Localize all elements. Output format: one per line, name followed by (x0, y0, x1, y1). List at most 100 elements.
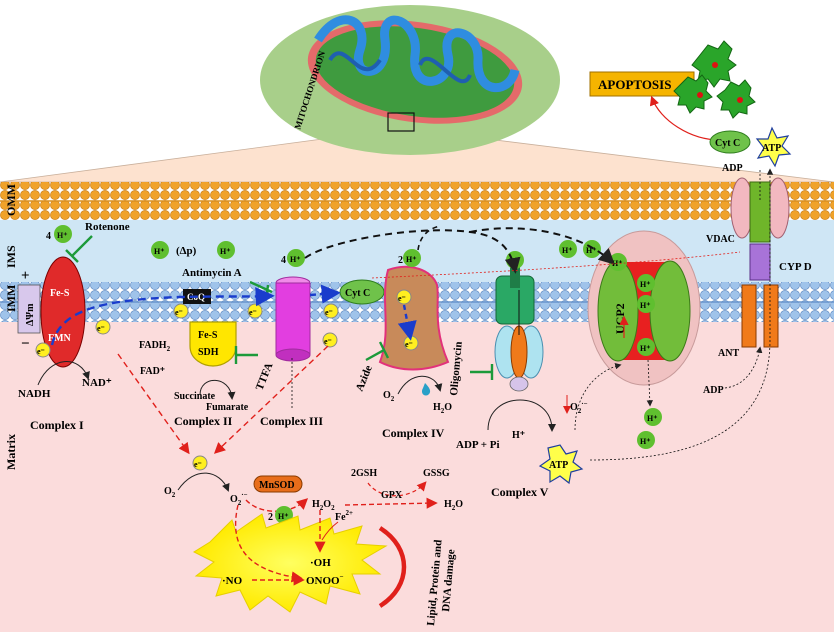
electron-c3: e⁻ (247, 303, 263, 319)
o2-ucp-label: O2·− (570, 400, 588, 415)
electron-flow-path (50, 287, 275, 346)
damage-bracket (378, 526, 407, 608)
mnsod-label: MnSOD (259, 480, 295, 491)
two-label-c4: 2 (398, 255, 403, 266)
h-ion-ims4: H⁺ (583, 240, 601, 258)
vdac-label: VDAC (706, 234, 735, 245)
imm-label: IMM (4, 285, 18, 312)
hydroxyl-label: ·OH (310, 557, 331, 569)
mnsod-box (253, 475, 303, 493)
matrix-region (0, 322, 834, 632)
four-label-c1: 4 (46, 231, 51, 242)
complex3-protein (275, 282, 311, 356)
adp-top-label: ADP (722, 163, 743, 174)
h-ion-ucp1: H⁺ (637, 274, 655, 292)
svg-text:e⁻: e⁻ (175, 308, 183, 317)
electron-c4-matrix: e⁻ (322, 332, 338, 348)
fad-label: FAD⁺ (140, 366, 165, 377)
atp-star-c5 (538, 444, 584, 485)
svg-text:e⁻: e⁻ (37, 347, 45, 356)
fumarate-label: Fumarate (206, 402, 249, 413)
atp-c5-label: ATP (549, 460, 568, 471)
atp-top-label: ATP (762, 143, 781, 154)
svg-text:e⁻: e⁻ (325, 308, 333, 317)
proton-motive-label: (Δp) (176, 245, 197, 257)
cytc-released-label: Cyt C (715, 138, 740, 149)
complex2-fes: Fe-S (198, 330, 218, 341)
complex2-sdh: SDH (198, 347, 219, 358)
h-ion-ims3: H⁺ (559, 240, 577, 258)
svg-text:e⁻: e⁻ (405, 340, 413, 349)
svg-text:H⁺: H⁺ (640, 344, 650, 353)
nadh-label: NADH (18, 388, 51, 400)
ucp2-label: UCP2 (613, 303, 627, 334)
electron-c4a: e⁻ (396, 289, 412, 305)
proton-flow-path (304, 229, 521, 274)
damage-label-2: DNA damage (440, 549, 457, 613)
ant-label: ANT (718, 348, 739, 359)
svg-text:H⁺: H⁺ (290, 255, 300, 264)
svg-text:H⁺: H⁺ (647, 414, 657, 423)
h-ion-ucp2: H⁺ (637, 295, 655, 313)
h-ion-ims2: H⁺ (217, 241, 235, 259)
ucp2-right (649, 260, 691, 362)
svg-text:H⁺: H⁺ (57, 231, 67, 240)
minus-sign: − (21, 336, 30, 352)
electron-c3b: e⁻ (323, 303, 339, 319)
electron-c1b: e⁻ (95, 319, 111, 335)
matrix-label: Matrix (4, 434, 18, 470)
h-ion-c3: H⁺ (287, 249, 305, 267)
four-label-c3: 4 (281, 255, 286, 266)
gpx-label: GPX (381, 490, 403, 501)
complex1-fmn: FMN (48, 333, 72, 344)
mitochondrion-icon (307, 15, 523, 132)
succinate-label: Succinate (174, 391, 216, 402)
gssg-label: GSSG (423, 468, 450, 479)
ant-left (741, 284, 757, 348)
h-ion-c4: H⁺ (403, 249, 421, 267)
red-proton-leak (371, 251, 741, 279)
plus-sign: + (21, 268, 30, 284)
h-ion-matrix2: H⁺ (637, 431, 655, 449)
water-drop-icon (421, 383, 431, 396)
svg-text:H⁺: H⁺ (586, 246, 596, 255)
svg-text:H⁺: H⁺ (562, 246, 572, 255)
peroxynitrite-label: ONOO− (306, 573, 344, 587)
rotenone-label: Rotenone (85, 221, 130, 233)
h-ion-matrix1: H⁺ (644, 408, 662, 426)
electron-c2: e⁻ (173, 303, 189, 319)
antimycin-label: Antimycin A (182, 267, 242, 279)
svg-text:e⁻: e⁻ (398, 294, 406, 303)
apoptotic-cells-icon (673, 40, 756, 119)
svg-text:H⁺: H⁺ (640, 280, 650, 289)
h-ion-ims1: H⁺ (151, 241, 169, 259)
h2o-matrix-label: H2O (444, 499, 463, 512)
svg-text:H⁺: H⁺ (640, 301, 650, 310)
fe-label: Fe2+ (335, 509, 353, 523)
adp-pi-label: ADP + Pi (456, 439, 500, 451)
adp-matrix-label: ADP (703, 385, 724, 396)
svg-text:e⁻: e⁻ (194, 460, 202, 469)
complex5-label: Complex V (491, 485, 549, 499)
membrane-potential-label: ΔΨm (25, 303, 36, 326)
fadh2-label: FADH2 (139, 340, 171, 353)
cytc-ims-label: Cyt C (345, 288, 370, 299)
svg-text:H⁺: H⁺ (154, 247, 164, 256)
no-label: ·NO (222, 575, 243, 587)
apoptosis-label: APOPTOSIS (598, 77, 671, 92)
atp-star-top (755, 126, 792, 168)
o2-c4-label: O2 (383, 390, 395, 403)
gsh-label: 2GSH (351, 468, 377, 479)
two-label-matrix: 2 (268, 512, 273, 523)
o2-matrix-label: O2 (164, 486, 176, 499)
complex3-label: Complex III (260, 414, 323, 428)
oxidative-burst (192, 513, 388, 613)
superoxide-label: O2·− (230, 491, 248, 507)
apoptotic-nuclei (697, 62, 743, 103)
svg-text:e⁻: e⁻ (324, 337, 332, 346)
complex4-protein (378, 265, 450, 371)
cypd-label: CYP D (779, 261, 812, 273)
complex2-protein (189, 321, 237, 367)
